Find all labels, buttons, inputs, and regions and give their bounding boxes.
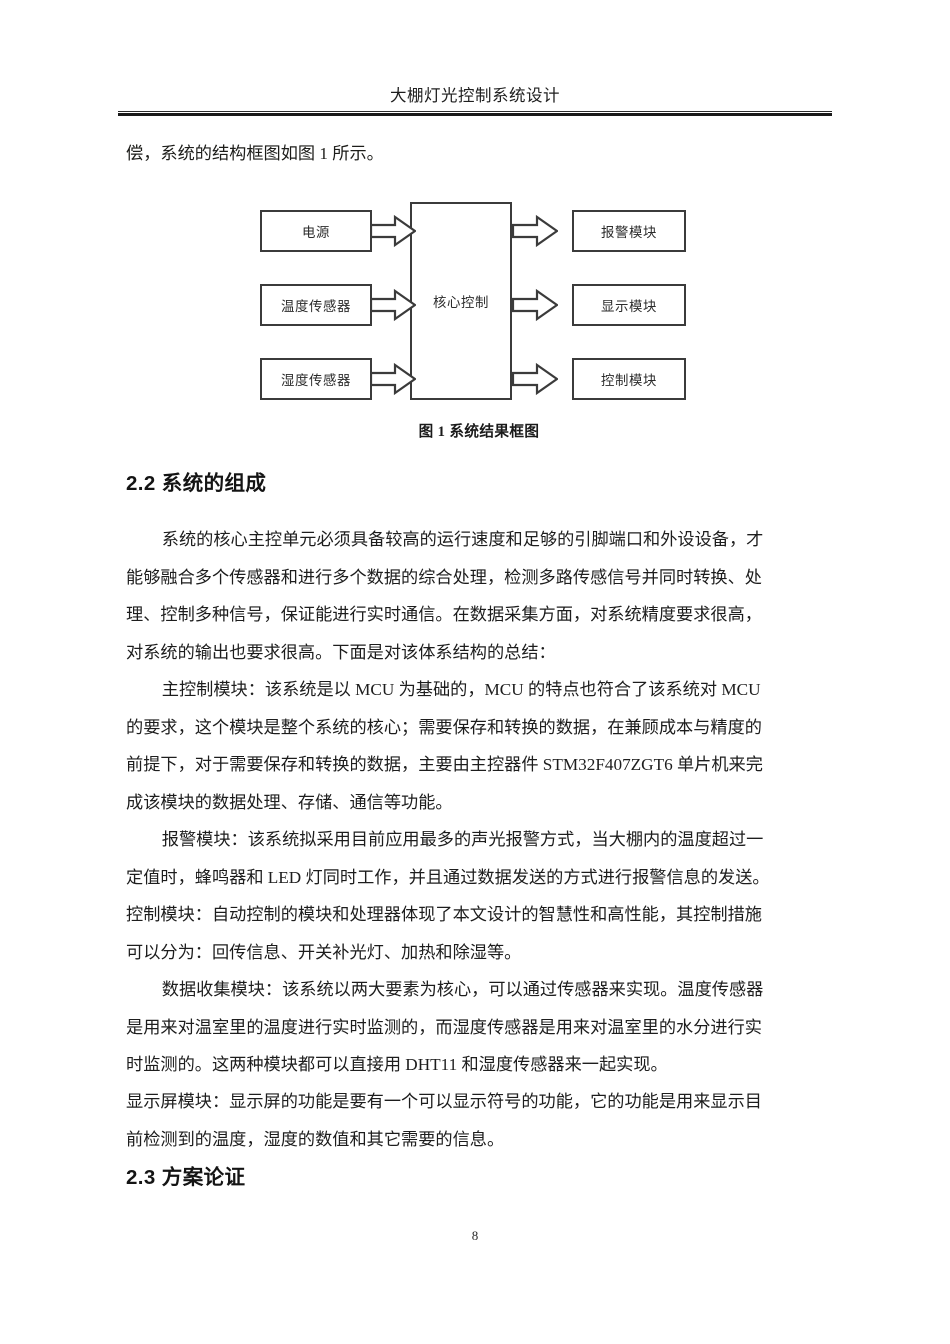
paragraph-line: 理、控制多种信号，保证能进行实时通信。在数据采集方面，对系统精度要求很高， <box>126 605 762 624</box>
arrow-right-icon <box>370 362 416 396</box>
paragraph-line: 时监测的。这两种模块都可以直接用 DHT11 和湿度传感器来一起实现。 <box>126 1055 668 1074</box>
paragraph-line: 前提下，对于需要保存和转换的数据，主要由主控器件 STM32F407ZGT6 单… <box>126 755 763 774</box>
paragraph-line: 能够融合多个传感器和进行多个数据的综合处理，检测多路传感信号并同时转换、处 <box>126 567 762 587</box>
arrow-right-icon <box>512 362 558 396</box>
control-module-block-label: 控制模块 <box>601 373 657 388</box>
temperature-sensor-block: 温度传感器 <box>260 284 372 326</box>
header-title: 大棚灯光控制系统设计 <box>390 86 560 105</box>
page-number: 8 <box>471 1228 479 1243</box>
paragraph-line: 成该模块的数据处理、存储、通信等功能。 <box>126 792 453 812</box>
control-module-block: 控制模块 <box>572 358 686 400</box>
display-module-block-label: 显示模块 <box>601 299 657 314</box>
paragraph-line: 系统的核心主控单元必须具备较高的运行速度和足够的引脚端口和外设设备，才 <box>161 530 764 549</box>
arrow-right-icon <box>370 214 416 248</box>
temperature-sensor-block-label: 温度传感器 <box>281 299 351 314</box>
paragraph-line: 的要求，这个模块是整个系统的核心；需要保存和转换的数据，在兼顾成本与精度的 <box>126 717 762 737</box>
arrow-right-icon <box>512 214 558 248</box>
paragraph-line: 数据收集模块：该系统以两大要素为核心，可以通过传感器来实现。温度传感器 <box>161 980 764 999</box>
section-heading-2-2: 2.2 系统的组成 <box>126 472 267 495</box>
core-control-block: 核心控制 <box>410 202 512 400</box>
running-header: 大棚灯光控制系统设计 <box>118 86 832 106</box>
paragraph-line: 主控制模块：该系统是以 MCU 为基础的，MCU 的特点也符合了该系统对 MCU <box>161 680 761 699</box>
arrow-right-icon <box>512 288 558 322</box>
humidity-sensor-block: 湿度传感器 <box>260 358 372 400</box>
paragraph-line: 显示屏模块：显示屏的功能是要有一个可以显示符号的功能，它的功能是用来显示目 <box>126 1092 762 1111</box>
paragraph-line: 对系统的输出也要求很高。下面是对该体系结构的总结： <box>126 642 556 662</box>
paragraph-line: 前检测到的温度，湿度的数值和其它需要的信息。 <box>126 1129 505 1149</box>
system-block-diagram: 电源 温度传感器 湿度传感器 核心控制 报警模块 显示模块 控制模块 <box>250 192 700 404</box>
paragraph-line: 可以分为：回传信息、开关补光灯、加热和除湿等。 <box>126 942 522 962</box>
paragraph-line: 控制模块：自动控制的模块和处理器体现了本文设计的智慧性和高性能，其控制措施 <box>126 905 762 924</box>
paragraph-line: 是用来对温室里的温度进行实时监测的，而湿度传感器是用来对温室里的水分进行实 <box>126 1017 762 1037</box>
header-rule <box>118 111 832 116</box>
paragraph-display-module: 显示屏模块：显示屏的功能是要有一个可以显示符号的功能，它的功能是用来显示目 前检… <box>126 1083 832 1158</box>
humidity-sensor-block-label: 湿度传感器 <box>281 373 351 388</box>
alarm-module-block-label: 报警模块 <box>601 225 657 240</box>
paragraph-line: 报警模块：该系统拟采用目前应用最多的声光报警方式，当大棚内的温度超过一 <box>161 830 764 849</box>
alarm-module-block: 报警模块 <box>572 210 686 252</box>
paragraph-line: 定值时，蜂鸣器和 LED 灯同时工作，并且通过数据发送的方式进行报警信息的发送。 <box>126 867 770 887</box>
core-control-block-label: 核心控制 <box>433 295 489 310</box>
power-block: 电源 <box>260 210 372 252</box>
paragraph-alarm-and-control-module: 报警模块：该系统拟采用目前应用最多的声光报警方式，当大棚内的温度超过一 定值时，… <box>126 821 832 971</box>
figure-caption: 图 1 系统结果框图 <box>418 424 540 440</box>
power-block-label: 电源 <box>302 225 330 240</box>
arrow-right-icon <box>370 288 416 322</box>
paragraph-system-composition-intro: 系统的核心主控单元必须具备较高的运行速度和足够的引脚端口和外设设备，才 能够融合… <box>126 521 832 671</box>
paragraph-main-control-module: 主控制模块：该系统是以 MCU 为基础的，MCU 的特点也符合了该系统对 MCU… <box>126 671 832 821</box>
display-module-block: 显示模块 <box>572 284 686 326</box>
paragraph-data-collection-module: 数据收集模块：该系统以两大要素为核心，可以通过传感器来实现。温度传感器 是用来对… <box>126 971 832 1084</box>
section-heading-2-3: 2.3 方案论证 <box>126 1166 246 1189</box>
lead-paragraph-line: 偿，系统的结构框图如图 1 所示。 <box>126 144 384 163</box>
